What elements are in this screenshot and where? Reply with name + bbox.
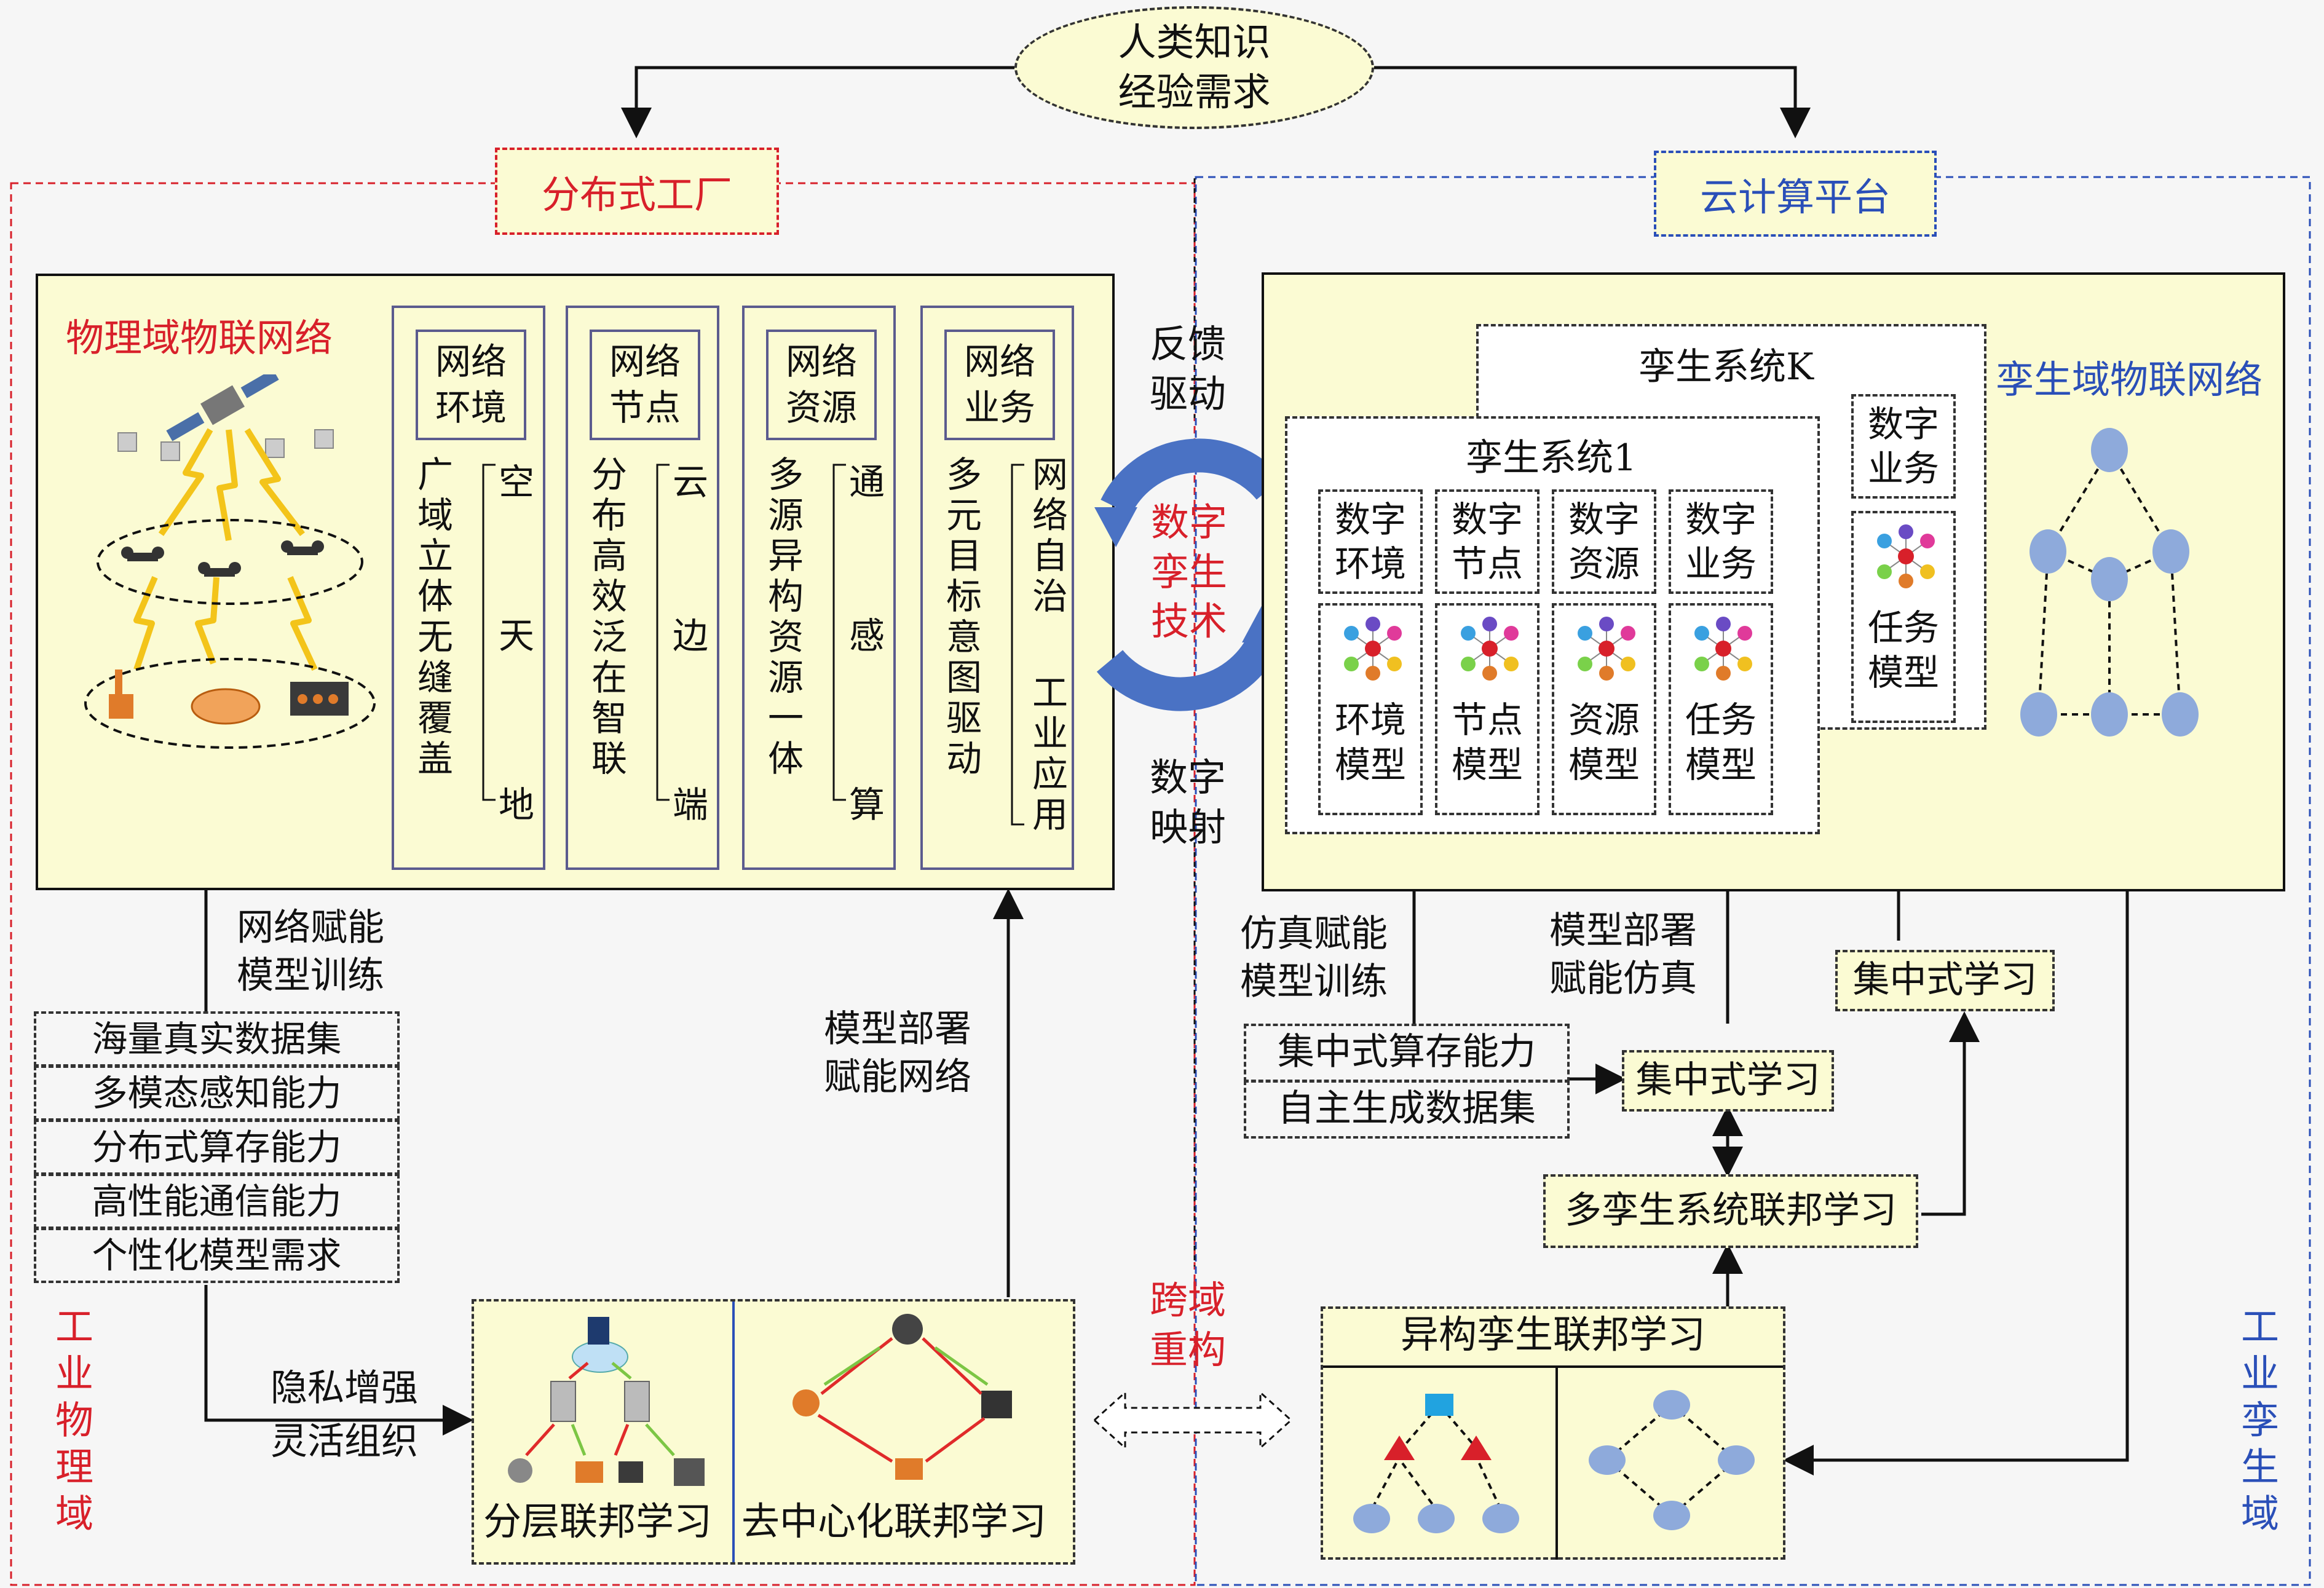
industrial-twin-domain-label: 工业孪生域: [2234, 1306, 2279, 1540]
capability-item: 海量真实数据集: [34, 1011, 400, 1067]
decentralized-fl-label: 去中心化联邦学习: [741, 1499, 1047, 1544]
capability-item: 分布式算存能力: [34, 1120, 400, 1175]
resource-model: 资源 模型: [1552, 603, 1656, 815]
cloud-platform-label: 云计算平台: [1699, 175, 1891, 219]
cross-domain-label: 跨域 重构: [1150, 1278, 1227, 1372]
centralized-learning-box: 集中式学习: [1622, 1050, 1834, 1112]
drone-icons: [121, 540, 324, 577]
capability-item: 多模态感知能力: [34, 1065, 400, 1121]
physical-iot-network: 物理域物联网络: [36, 274, 1115, 890]
privacy-enhance-label: 隐私增强 灵活组织: [271, 1367, 418, 1463]
twin-network-graph: [2020, 428, 2199, 737]
model-deploy-sim-label: 模型部署 赋能仿真: [1549, 909, 1697, 1000]
distributed-factory-box: 分布式工厂: [495, 148, 779, 235]
space-air-ground-illustration: [84, 374, 376, 749]
network-empower-label: 网络赋能 模型训练: [237, 906, 384, 997]
twin-system-k-label: 孪生系统K: [1638, 346, 1814, 389]
network-resource-column: 网络 资源 多源异构资源一体 通 感 算: [742, 306, 896, 870]
ring-graph: [1589, 1390, 1755, 1530]
autonomous-dataset: 自主生成数据集: [1244, 1080, 1570, 1139]
industrial-physical-domain-label: 工业物理域: [49, 1306, 93, 1540]
model-deploy-network-label: 模型部署 赋能网络: [824, 1008, 971, 1099]
coverage-text: 广域立体无缝覆盖: [411, 456, 453, 780]
neural-net-icon: [1694, 617, 1752, 681]
node-model: 节点 模型: [1435, 603, 1539, 815]
digital-resource: 数字 资源: [1552, 489, 1656, 594]
digital-mapping-label: 数字 映射: [1150, 755, 1227, 850]
decentralized-fl-illustration: [792, 1314, 1012, 1480]
digital-twin-tech-label: 数字 孪生 技术: [1151, 500, 1228, 644]
federated-learning-box: 分层联邦学习 去中心化联邦学习: [472, 1299, 1075, 1565]
centralized-learning-top-box: 集中式学习: [1835, 950, 2055, 1011]
sim-empower-label: 仿真赋能 模型训练: [1240, 912, 1388, 1003]
feedback-drive-label: 反馈 驱动: [1150, 322, 1227, 416]
human-knowledge-ellipse: 人类知识 经验需求: [1014, 6, 1374, 129]
capability-list: 海量真实数据集 多模态感知能力 分布式算存能力 高性能通信能力 个性化模型需求: [34, 1011, 400, 1286]
twin-system-1: 孪生系统1 数字 环境 数字 节点 数字 资源 数字 业务 环境 模型 节点 模…: [1285, 416, 1820, 834]
bidirectional-dashed-arrow: [1093, 1390, 1293, 1450]
factory-robot-icons: [109, 670, 349, 725]
task-model: 任务 模型: [1669, 603, 1773, 815]
network-resource-head: 网络 资源: [766, 330, 877, 440]
capability-item: 高性能通信能力: [34, 1174, 400, 1229]
central-compute-capability: 集中式算存能力: [1244, 1024, 1570, 1082]
k-digital-service: 数字 业务: [1851, 394, 1956, 499]
network-environment-column: 网络 环境 广域立体无缝覆盖 空 天 地: [392, 306, 545, 870]
neural-net-icon: [1461, 617, 1519, 681]
network-service-head: 网络 业务: [944, 330, 1055, 440]
neural-net-icon: [1877, 524, 1935, 588]
network-node-column: 网络 节点 分布高效泛在智联 云 边 端: [566, 306, 719, 870]
hierarchical-fl-illustration: [508, 1317, 705, 1486]
twin-network-title: 孪生域物联网络: [1996, 357, 2263, 402]
network-node-head: 网络 节点: [590, 330, 700, 440]
hierarchical-graph: [1353, 1394, 1519, 1533]
human-knowledge-label: 人类知识 经验需求: [1118, 20, 1271, 114]
network-service-column: 网络 业务 多元目标意图驱动 网络自治 工业应用: [920, 306, 1074, 870]
environment-model: 环境 模型: [1318, 603, 1423, 815]
multi-twin-fed-learning-box: 多孪生系统联邦学习: [1543, 1174, 1918, 1248]
physical-network-title: 物理域物联网络: [66, 315, 333, 360]
cloud-platform-box: 云计算平台: [1654, 151, 1937, 237]
digital-service: 数字 业务: [1669, 489, 1773, 594]
hetero-twin-fl-box: 异构孪生联邦学习: [1321, 1306, 1785, 1560]
k-task-model: 任务 模型: [1851, 511, 1956, 723]
digital-twin-cycle-arrows: [1094, 438, 1285, 711]
distributed-factory-label: 分布式工厂: [541, 172, 732, 217]
digital-environment: 数字 环境: [1318, 489, 1423, 594]
hetero-twin-fl-label: 异构孪生联邦学习: [1400, 1312, 1705, 1357]
satellite-icon: [166, 374, 279, 441]
neural-net-icon: [1578, 617, 1635, 681]
twin-iot-network: 孪生域物联网络 孪生系统K 数字 业务 任务 模型: [1262, 272, 2285, 891]
twin-system-1-label: 孪生系统1: [1466, 437, 1637, 480]
hierarchical-fl-label: 分层联邦学习: [483, 1499, 713, 1544]
capability-item: 个性化模型需求: [34, 1228, 400, 1283]
digital-node: 数字 节点: [1435, 489, 1539, 594]
neural-net-icon: [1344, 617, 1402, 681]
network-environment-head: 网络 环境: [416, 330, 526, 440]
